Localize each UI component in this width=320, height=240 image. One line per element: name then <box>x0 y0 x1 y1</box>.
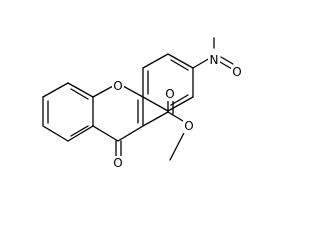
molecule-structure-diagram: O N O O O O <box>42 37 243 170</box>
ring-oxygen-label: O <box>113 79 122 93</box>
nitro-nitrogen-label: N <box>210 53 219 67</box>
nitrophenyl-ring <box>142 53 194 112</box>
pyranone-ring <box>92 85 144 142</box>
ester-carbonyl-oxygen-label: O <box>165 87 174 101</box>
atom-labels: O N O O O O <box>112 53 243 170</box>
ketone-group <box>115 140 122 159</box>
benzo-ring <box>42 82 94 142</box>
ester-oxygen-label: O <box>184 119 193 133</box>
ketone-oxygen-label: O <box>113 156 122 170</box>
nitro-group <box>192 37 234 70</box>
nitro-oxygen-label: O <box>232 65 241 79</box>
